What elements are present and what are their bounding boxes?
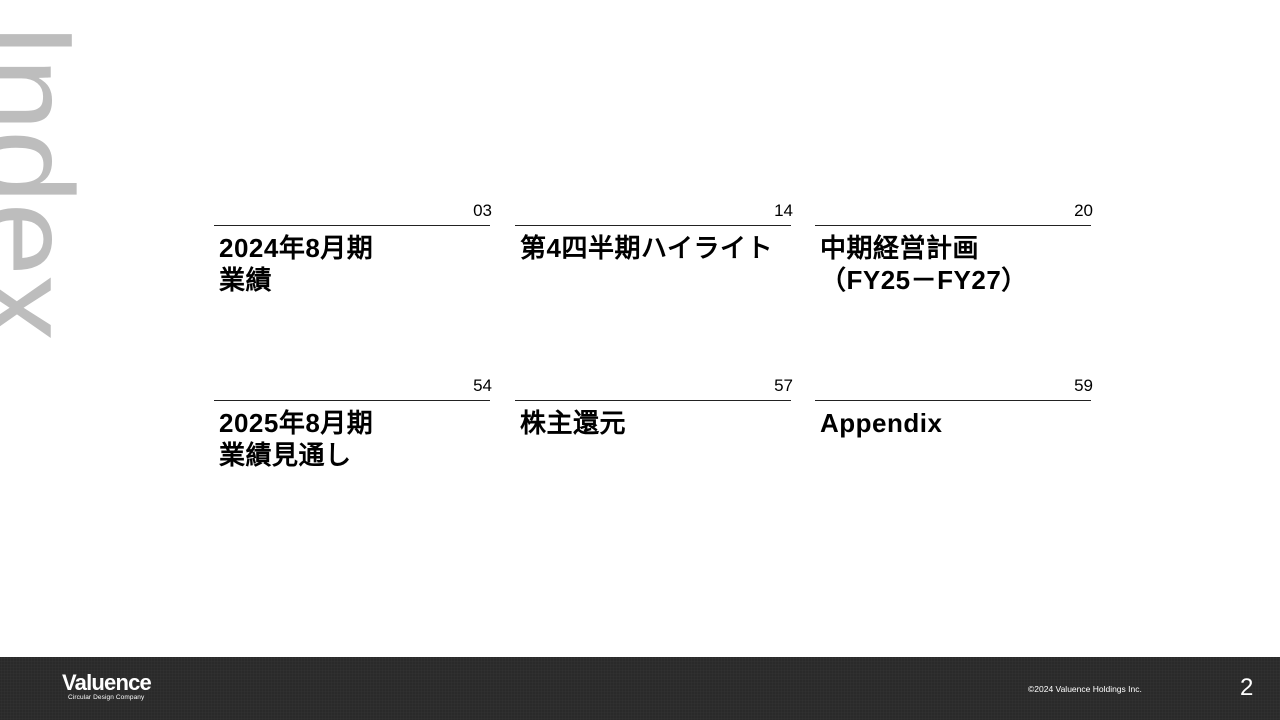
toc-divider [515,225,791,226]
copyright-text: ©2024 Valuence Holdings Inc. [1028,684,1142,694]
toc-divider [515,400,791,401]
logo-tagline: Circular Design Company [68,694,145,701]
toc-title: 第4四半期ハイライト [520,233,773,263]
toc-item-q4-highlights[interactable]: 14 第4四半期ハイライト [515,201,793,264]
toc-page-number: 59 [1074,376,1093,395]
toc-divider [815,400,1091,401]
toc-page-number: 03 [473,201,492,220]
toc-page-number: 54 [473,376,492,395]
toc-title: 中期経営計画 （FY25－FY27） [820,233,1028,295]
toc-item-fy2025-forecast[interactable]: 54 2025年8月期 業績見通し [214,376,492,471]
toc-item-appendix[interactable]: 59 Appendix [815,376,1093,439]
toc-item-medium-term-plan[interactable]: 20 中期経営計画 （FY25－FY27） [815,201,1093,296]
footer-bar: Valuence Circular Design Company ©2024 V… [0,657,1280,720]
toc-page-number: 57 [774,376,793,395]
toc-title: 株主還元 [520,408,627,438]
toc-title: 2024年8月期 業績 [219,233,374,295]
toc-item-fy2024-results[interactable]: 03 2024年8月期 業績 [214,201,492,296]
toc-divider [815,225,1091,226]
toc-page-number: 14 [774,201,793,220]
toc-divider [214,225,490,226]
toc-divider [214,400,490,401]
slide-number: 2 [1240,674,1254,701]
toc-item-shareholder-returns[interactable]: 57 株主還元 [515,376,793,439]
toc-page-number: 20 [1074,201,1093,220]
logo-brand: Valuence [62,670,152,695]
toc-title: Appendix [820,408,943,438]
toc-title: 2025年8月期 業績見通し [219,408,374,470]
index-side-label-text: Index [0,22,100,340]
index-side-label: Index [0,0,100,420]
valuence-logo: Valuence Circular Design Company [62,670,152,702]
